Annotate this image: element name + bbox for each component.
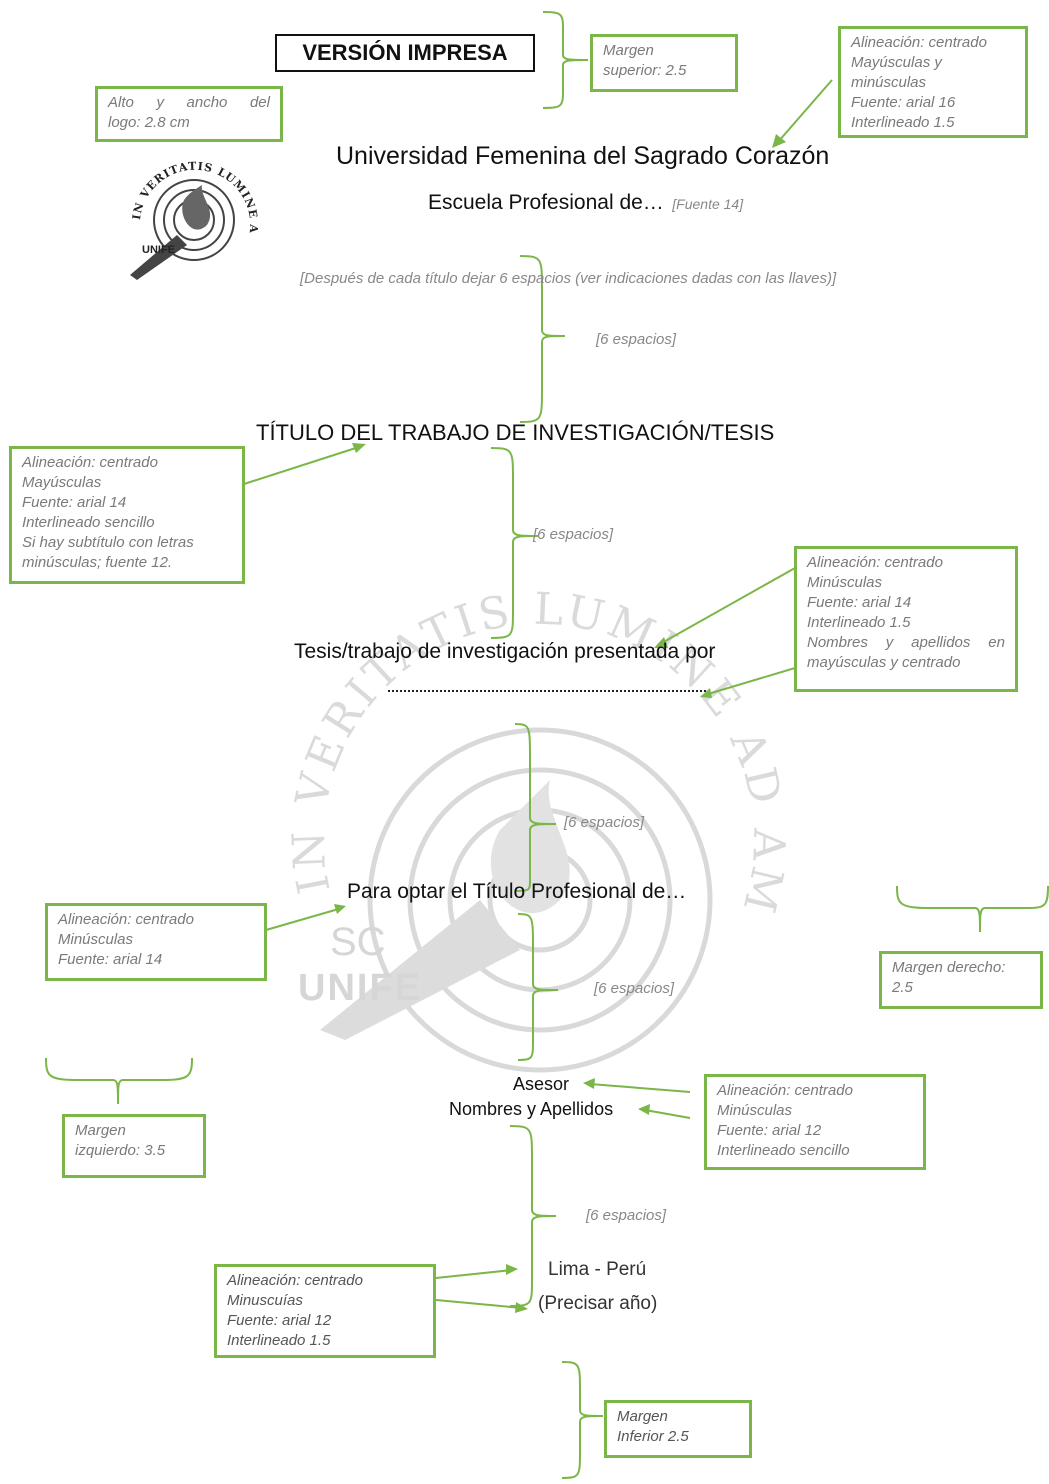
presented-by: Tesis/trabajo de investigación presentad… <box>294 640 716 663</box>
place: Lima - Perú <box>548 1259 647 1280</box>
note-presented-style: Alineación: centrado Minúsculas Fuente: … <box>794 546 1018 692</box>
degree-line: Para optar el Título Profesional de… <box>347 880 687 903</box>
university-logo: IN VERITATIS LUMINE AD AMORIS VITAM UNIF… <box>122 150 259 280</box>
brace-after-title <box>490 447 539 639</box>
spaces-label-2: [6 espacios] <box>533 526 614 543</box>
school-line: Escuela Profesional de… [Fuente 14] <box>428 191 743 215</box>
advisor-label: Asesor <box>513 1074 570 1094</box>
brace-left-margin <box>45 1057 193 1105</box>
brace-after-school <box>519 255 566 423</box>
spaces-label-3: [6 espacios] <box>564 814 645 831</box>
brace-after-advisor <box>509 1125 557 1307</box>
thesis-title: TÍTULO DEL TRABAJO DE INVESTIGACIÓN/TESI… <box>256 420 775 445</box>
spaces-label-4: [6 espacios] <box>594 980 675 997</box>
brace-bottom-margin <box>561 1361 604 1479</box>
author-dotted-line <box>388 690 706 692</box>
brace-after-degree <box>517 913 559 1061</box>
version-label: VERSIÓN IMPRESA <box>275 34 535 72</box>
advisor-name: Nombres y Apellidos <box>449 1099 614 1119</box>
school-name: Escuela Profesional de… <box>428 191 664 214</box>
spaces-label-1: [6 espacios] <box>596 331 677 348</box>
school-font-note: [Fuente 14] <box>672 196 744 212</box>
watermark-initials: SC <box>330 920 386 964</box>
note-right-margin: Margen derecho:2.5 <box>879 951 1043 1009</box>
spaces-label-5: [6 espacios] <box>586 1207 667 1224</box>
spacing-instruction: [Después de cada título dejar 6 espacios… <box>300 270 837 287</box>
svg-text:UNIFE: UNIFE <box>142 244 175 256</box>
watermark-acronym: UNIFE <box>298 967 422 1009</box>
university-name: Universidad Femenina del Sagrado Corazón <box>336 142 830 170</box>
brace-top-margin <box>542 11 589 109</box>
brace-after-presented <box>514 723 557 892</box>
year: (Precisar año) <box>538 1293 658 1314</box>
brace-right-margin <box>896 885 1049 933</box>
